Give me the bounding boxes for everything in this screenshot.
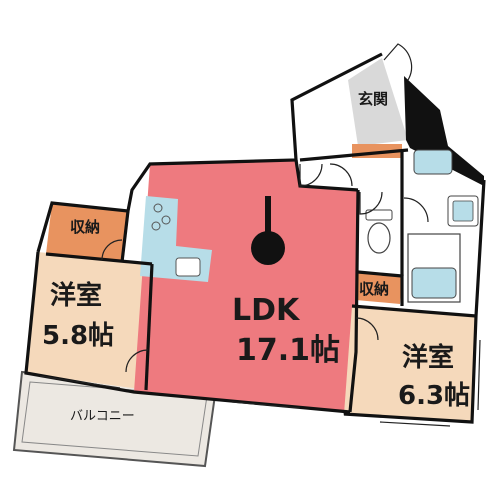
inner-wall xyxy=(120,210,130,263)
ldk-size: 17.1帖 xyxy=(236,333,340,368)
storage-left-label: 収納 xyxy=(70,218,100,236)
door-swing xyxy=(125,349,149,373)
western-left-size: 5.8帖 xyxy=(42,321,114,351)
column-bar xyxy=(265,196,271,246)
western-room-left-area xyxy=(26,252,152,390)
column-marker xyxy=(251,231,285,265)
stove-burner xyxy=(153,203,163,213)
door-swing xyxy=(101,239,123,261)
stove-burner xyxy=(161,215,171,225)
door-swing xyxy=(359,191,383,215)
window-mark xyxy=(477,339,481,411)
inner-wall xyxy=(299,148,409,162)
bathtub xyxy=(411,267,457,299)
window-mark xyxy=(379,421,451,427)
washing-machine-drum xyxy=(452,200,474,222)
inner-wall xyxy=(144,263,154,391)
western-right-name: 洋室 xyxy=(402,342,454,373)
ldk-name: LDK xyxy=(232,293,301,328)
door-swing xyxy=(299,163,323,187)
toilet-tank xyxy=(365,209,393,221)
storage-right-area xyxy=(356,272,402,304)
western-left-name: 洋室 xyxy=(50,280,102,311)
toilet-bowl xyxy=(367,222,391,254)
inner-wall xyxy=(351,304,477,318)
inner-wall xyxy=(45,252,153,266)
door-swing xyxy=(403,197,429,223)
entrance-label: 玄関 xyxy=(358,90,388,108)
kitchen-sink xyxy=(175,257,201,277)
ldk-area xyxy=(134,160,358,412)
outer-wall xyxy=(36,52,383,253)
inner-wall xyxy=(348,189,360,413)
storage-right-label: 収納 xyxy=(359,280,389,298)
washbasin xyxy=(413,149,453,175)
storage-left-area xyxy=(46,203,128,262)
door-swing xyxy=(329,163,353,187)
window-mark xyxy=(39,375,121,389)
outer-wall-right xyxy=(343,179,486,424)
door-swing xyxy=(355,317,379,341)
entrance-door-swing xyxy=(383,43,413,81)
stove-burner xyxy=(151,221,161,231)
structural-wall-block xyxy=(404,76,484,186)
western-right-size: 6.3帖 xyxy=(398,381,470,411)
window-mark xyxy=(231,401,301,409)
entrance-area xyxy=(348,58,408,146)
balcony-label: バルコニー xyxy=(70,409,135,424)
